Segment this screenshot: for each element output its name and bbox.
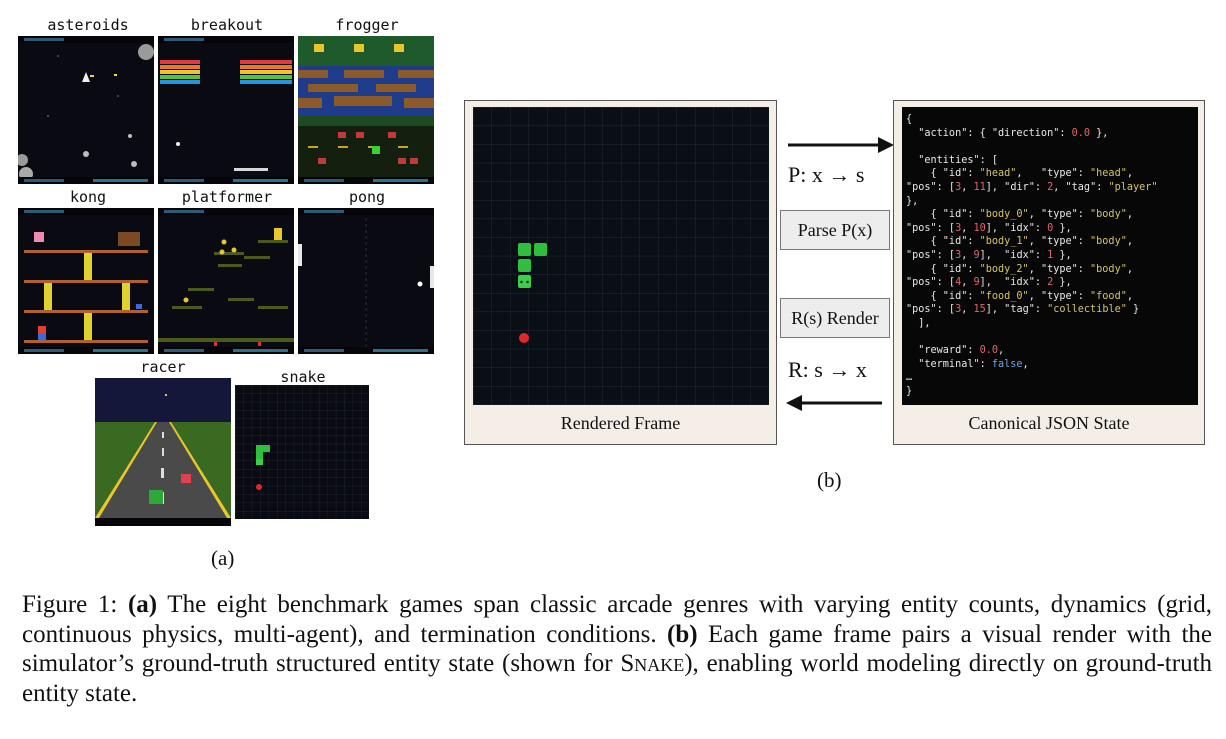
json-line: "reward": 0.0,: [906, 345, 1005, 357]
parse-operator-button[interactable]: Parse P(x): [780, 210, 890, 250]
figure-caption: Figure 1: (a) The eight benchmark games …: [22, 590, 1212, 708]
hud-bar: [18, 347, 154, 354]
pong-scene: [298, 218, 434, 348]
hud-bar: [158, 208, 294, 215]
breakout-scene: [160, 60, 292, 171]
left-arrow: [786, 395, 882, 411]
game-thumbnail-kong: [18, 208, 154, 354]
json-line: { "id": "body_2", "type": "body",: [906, 263, 1133, 275]
json-state-panel: { "action": { "direction": 0.0 }, "entit…: [893, 100, 1205, 445]
json-line: },: [906, 195, 919, 207]
hud-bar: [18, 36, 154, 43]
json-line: ],: [906, 317, 931, 329]
caption-a-text: The eight benchmark games span classic a…: [22, 591, 1212, 648]
caption-b-marker: (b): [667, 620, 698, 648]
right-arrow: [788, 137, 894, 153]
json-line: "terminal": false,: [906, 358, 1029, 370]
parse-arrow-label: P: x → s: [788, 162, 865, 187]
game-thumbnail-frogger: [298, 36, 434, 184]
snake-mini-scene: [235, 385, 369, 519]
game-thumbnail-pong: [298, 208, 434, 354]
game-label-snake: snake: [280, 368, 326, 386]
game-label-platformer: platformer: [181, 188, 273, 206]
json-state-code: { "action": { "direction": 0.0 }, "entit…: [902, 107, 1198, 405]
json-line: "pos": [3, 15], "tag": "collectible" }: [906, 304, 1140, 316]
json-state-caption: Canonical JSON State: [968, 413, 1130, 433]
hud-bar: [158, 177, 294, 184]
json-line: [906, 331, 1194, 345]
json-line: { "id": "body_0", "type": "body",: [906, 209, 1133, 221]
caption-prefix: Figure 1:: [22, 591, 128, 618]
kong-scene: [24, 232, 148, 343]
hud-bar: [298, 177, 434, 184]
hud-bar: [298, 208, 434, 215]
game-thumbnail-breakout: [158, 36, 294, 184]
game-thumbnail-racer: [95, 378, 231, 526]
caption-a-marker: (a): [127, 591, 158, 618]
json-line: …: [906, 372, 913, 384]
caption-b-text-1: Each game frame pairs a visual render wi…: [22, 620, 1212, 678]
game-thumbnail-platformer: [158, 208, 294, 354]
snake-body-segment: [518, 243, 531, 256]
game-label-frogger: frogger: [335, 16, 399, 34]
hud-bar: [298, 347, 434, 354]
json-line: "pos": [3, 9], "idx": 1 },: [906, 249, 1072, 261]
game-label-asteroids: asteroids: [47, 16, 129, 34]
json-line: "pos": [3, 11], "dir": 2, "tag": "player…: [906, 181, 1158, 193]
caption-b-text-2: ), enabling world modeling directly on g…: [22, 650, 1213, 707]
food-item: [519, 333, 529, 343]
hud-bar: [158, 36, 294, 43]
snake-rendered-frame: [473, 107, 769, 405]
json-line: {: [906, 114, 913, 125]
frogger-scene: [298, 36, 434, 164]
snake-body-segment: [534, 243, 547, 256]
rendered-frame-panel: Rendered Frame: [464, 100, 777, 445]
json-line: { "id": "food_0", "type": "food",: [906, 290, 1133, 302]
game-label-racer: racer: [140, 358, 186, 376]
hud-bar: [158, 347, 294, 354]
json-line: { "id": "head", "type": "head",: [906, 168, 1133, 180]
render-operator-button[interactable]: R(s) Render: [780, 298, 890, 338]
json-line: "entities": [: [906, 154, 999, 166]
subfigure-label-b: (b): [817, 468, 842, 492]
racer-scene: [95, 378, 231, 526]
json-line: [906, 140, 1194, 154]
hud-bar: [18, 177, 154, 184]
caption-game-name: Snake: [620, 650, 685, 677]
json-line: "pos": [4, 9], "idx": 2 },: [906, 277, 1072, 289]
snake-body-segment: [518, 259, 531, 272]
json-line: "pos": [3, 10], "idx": 0 },: [906, 222, 1072, 234]
game-label-pong: pong: [348, 188, 386, 206]
snake-head: [518, 275, 531, 288]
platformer-scene: [158, 228, 294, 346]
game-label-kong: kong: [69, 188, 107, 206]
game-label-breakout: breakout: [190, 16, 264, 34]
json-line: "action": { "direction": 0.0 },: [906, 127, 1109, 139]
hud-bar: [18, 208, 154, 215]
snake-frame-scene: [473, 107, 769, 405]
json-line: { "id": "body_1", "type": "body",: [906, 236, 1133, 248]
json-line: }: [906, 385, 913, 397]
subfigure-label-a: (a): [211, 546, 235, 570]
rendered-frame-caption: Rendered Frame: [560, 413, 681, 433]
game-thumbnail-snake: [235, 385, 369, 519]
game-thumbnail-asteroids: [18, 36, 154, 184]
render-arrow-label: R: s → x: [788, 357, 867, 382]
asteroids-scene: [18, 44, 154, 181]
